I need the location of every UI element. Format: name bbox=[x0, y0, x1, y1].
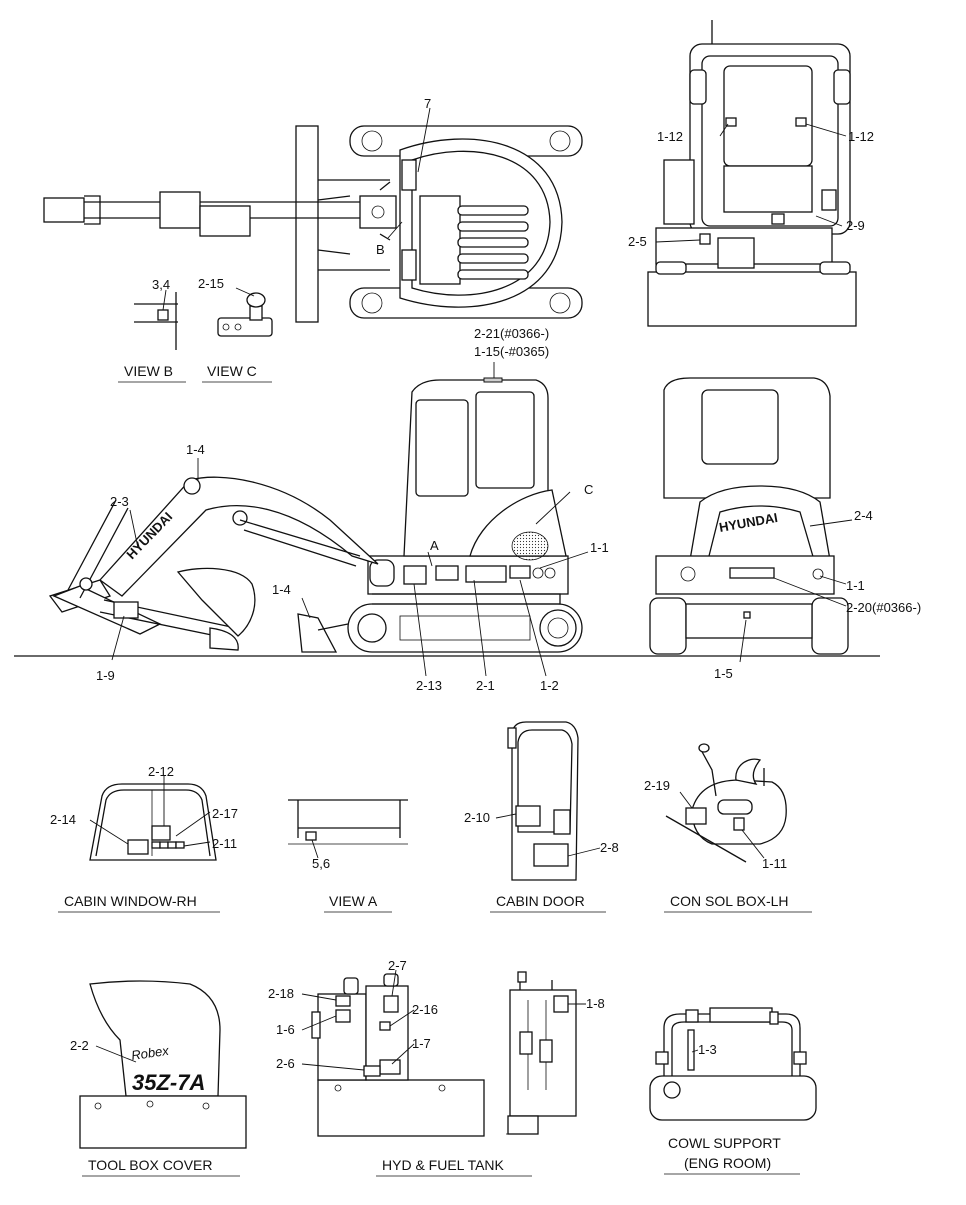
title-cabin-door: CABIN DOOR bbox=[496, 893, 585, 909]
title-view-b: VIEW B bbox=[124, 363, 173, 379]
label-1-3: 1-3 bbox=[698, 1042, 717, 1057]
label-1-12-left: 1-12 bbox=[657, 129, 683, 144]
label-2-20: 2-20(#0366-) bbox=[846, 600, 921, 615]
label-7: 7 bbox=[424, 96, 431, 111]
label-2-15: 2-15 bbox=[198, 276, 224, 291]
hyd-fuel-tank bbox=[301, 969, 586, 1137]
label-2-1: 2-1 bbox=[476, 678, 495, 693]
label-1-15: 1-15(-#0365) bbox=[474, 344, 549, 359]
label-1-12-right: 1-12 bbox=[848, 129, 874, 144]
model-text: 35Z-7A bbox=[132, 1070, 205, 1095]
label-2-2: 2-2 bbox=[70, 1038, 89, 1053]
label-2-14: 2-14 bbox=[50, 812, 76, 827]
label-2-16: 2-16 bbox=[412, 1002, 438, 1017]
label-1-9: 1-9 bbox=[96, 668, 115, 683]
label-c: C bbox=[584, 482, 593, 497]
label-2-11: 2-11 bbox=[212, 836, 237, 851]
view-a bbox=[288, 799, 408, 859]
label-1-7: 1-7 bbox=[412, 1036, 431, 1051]
label-2-13: 2-13 bbox=[416, 678, 442, 693]
label-2-7: 2-7 bbox=[388, 958, 407, 973]
label-2-17: 2-17 bbox=[212, 806, 238, 821]
label-2-4: 2-4 bbox=[854, 508, 873, 523]
title-view-c: VIEW C bbox=[207, 363, 257, 379]
title-cowl-support: COWL SUPPORT bbox=[668, 1135, 781, 1151]
label-2-5: 2-5 bbox=[628, 234, 647, 249]
label-1-11: 1-11 bbox=[762, 856, 787, 871]
title-con-sol-box: CON SOL BOX-LH bbox=[670, 893, 789, 909]
label-a: A bbox=[430, 538, 439, 553]
label-1-2: 1-2 bbox=[540, 678, 559, 693]
label-1-4-top: 1-4 bbox=[186, 442, 205, 457]
label-2-21: 2-21(#0366-) bbox=[474, 326, 549, 341]
label-1-4-bottom: 1-4 bbox=[272, 582, 291, 597]
label-2-10: 2-10 bbox=[464, 810, 490, 825]
view-b bbox=[134, 289, 178, 350]
engine-hood-slots bbox=[457, 205, 529, 280]
label-3-4: 3,4 bbox=[152, 277, 170, 292]
label-2-18: 2-18 bbox=[268, 986, 294, 1001]
label-2-9: 2-9 bbox=[846, 218, 865, 233]
label-2-19: 2-19 bbox=[644, 778, 670, 793]
label-1-5: 1-5 bbox=[714, 666, 733, 681]
title-cabin-window: CABIN WINDOW-RH bbox=[64, 893, 197, 909]
label-2-6: 2-6 bbox=[276, 1056, 295, 1071]
label-5-6: 5,6 bbox=[312, 856, 330, 871]
label-view-b-marker: B bbox=[376, 242, 385, 257]
robex-script: Robex bbox=[130, 1043, 170, 1063]
title-view-a: VIEW A bbox=[329, 893, 378, 909]
side-view: HYUNDAI bbox=[14, 377, 880, 677]
label-1-1-back: 1-1 bbox=[846, 578, 865, 593]
view-c bbox=[217, 287, 273, 337]
tool-box-cover: Robex 35Z-7A bbox=[79, 980, 247, 1149]
console-box-lh bbox=[665, 743, 787, 863]
title-cowl-support-sub: (ENG ROOM) bbox=[684, 1155, 771, 1171]
title-hyd-fuel-tank: HYD & FUEL TANK bbox=[382, 1157, 505, 1173]
back-view: HYUNDAI bbox=[649, 377, 853, 663]
rear-view-cab bbox=[647, 20, 857, 327]
cabin-window-rh bbox=[89, 776, 217, 861]
cabin-door bbox=[495, 721, 601, 881]
label-2-8: 2-8 bbox=[600, 840, 619, 855]
cowl-support bbox=[649, 1007, 817, 1121]
title-tool-box-cover: TOOL BOX COVER bbox=[88, 1157, 212, 1173]
label-2-3: 2-3 bbox=[110, 494, 129, 509]
label-2-12: 2-12 bbox=[148, 764, 174, 779]
label-1-1-side: 1-1 bbox=[590, 540, 609, 555]
top-view bbox=[43, 107, 583, 323]
label-1-8: 1-8 bbox=[586, 996, 605, 1011]
label-1-6: 1-6 bbox=[276, 1022, 295, 1037]
